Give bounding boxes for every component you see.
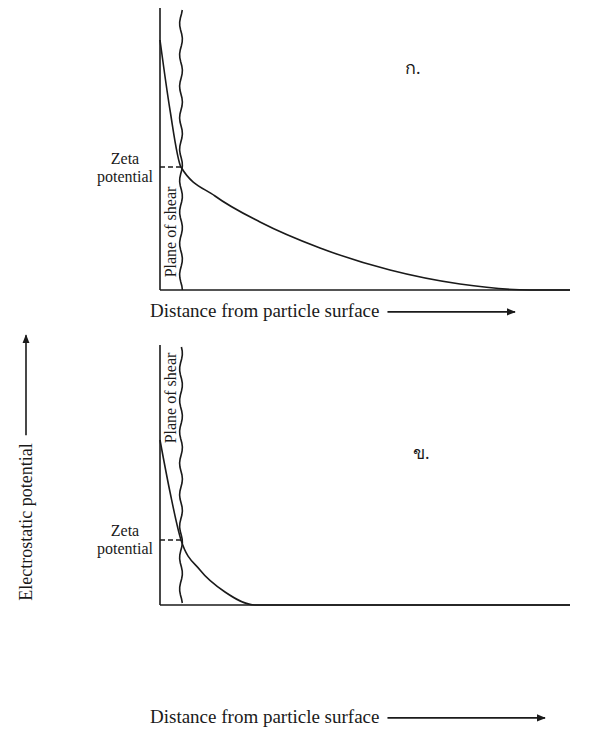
axis-label: Electrostatic potential <box>16 443 37 600</box>
y-axis <box>159 345 161 605</box>
axis-label: Distance from particle surface <box>150 706 379 728</box>
panel-label: ก. <box>405 58 421 79</box>
zeta-dash <box>160 166 181 168</box>
shear-label: Plane of shear <box>161 353 179 444</box>
potential-curve <box>160 440 570 605</box>
axis-arrow <box>387 311 515 313</box>
zeta-label: Zeta potential <box>92 150 158 187</box>
y-axis <box>159 8 161 290</box>
zeta-dash <box>160 539 181 541</box>
potential-curve <box>160 40 570 290</box>
shear-plane <box>180 347 183 603</box>
axis-label: Distance from particle surface <box>150 300 379 322</box>
axis-arrow <box>25 335 27 435</box>
panel-label: ข. <box>413 443 430 464</box>
shear-plane <box>180 10 183 290</box>
zeta-label: Zeta potential <box>92 522 158 559</box>
shear-label: Plane of shear <box>161 187 179 278</box>
axis-arrow <box>387 717 545 719</box>
